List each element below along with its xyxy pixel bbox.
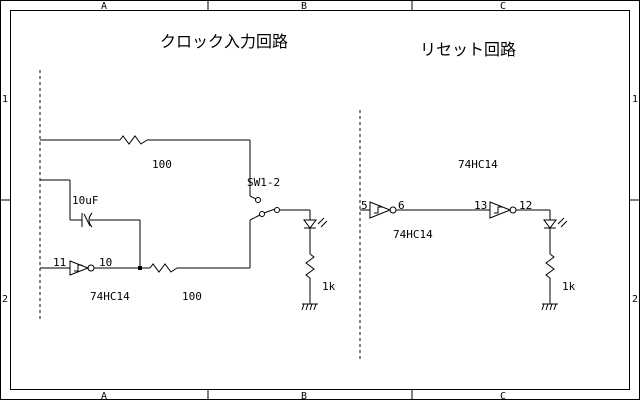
reset-circuit-title: リセット回路 [420,40,516,59]
col-label-c-bottom: C [500,391,506,400]
reset-ic-top-label: 74HC14 [458,158,498,171]
switch-common-contact [274,207,280,213]
resistor-led-symbol [545,253,555,279]
inverter1-output-pin: 6 [398,199,405,212]
ground-icon [301,303,318,311]
schmitt-glyph [74,264,82,272]
resistor-led-symbol [305,253,315,279]
clock-input-circuit: 100 10uF 11 10 74HC14 100 SW1-2 [40,135,336,311]
ground-icon [541,303,558,311]
capacitor-label: 10uF [72,194,99,207]
capacitor-polarity-mark [83,213,91,227]
led-symbol [303,219,317,229]
inner-border [10,10,630,390]
resistor-bottom-label: 100 [182,290,202,303]
wire [249,195,257,200]
capacitor-plate-curved [88,212,93,228]
inverter1-input-pin: 5 [361,199,368,212]
schmitt-glyph [494,206,502,214]
col-label-a-bottom: A [101,391,107,400]
col-label-a-top: A [101,1,107,12]
led-light-arrow [560,220,568,228]
inverter1-gate-symbol [369,201,392,219]
row-label-2-left: 2 [2,294,8,305]
inverter-input-pin: 11 [53,256,66,269]
resistor-bottom-symbol [149,263,178,273]
led-light-arrow [317,217,325,225]
led-light-arrow [320,220,328,228]
switch-lever [263,208,276,214]
inverter2-input-pin: 13 [474,199,487,212]
inverter-output-pin: 10 [99,256,112,269]
clock-circuit-title: クロック入力回路 [160,32,288,51]
schmitt-glyph [374,206,382,214]
switch-label: SW1-2 [247,176,280,189]
led-symbol [543,219,557,229]
switch-contact-top [255,197,261,203]
inverter-ic-label: 74HC14 [90,290,130,303]
resistor-top-symbol [119,135,148,145]
reset-circuit: 74HC14 5 6 74HC14 13 12 1k [360,158,576,311]
row-label-1-right: 1 [632,94,638,105]
col-label-c-top: C [500,1,506,12]
led-light-arrow [557,217,565,225]
row-label-2-right: 2 [632,294,638,305]
wire [249,214,261,221]
reset-ic-bottom-label: 74HC14 [393,228,433,241]
col-label-b-top: B [301,1,307,12]
resistor-top-label: 100 [152,158,172,171]
inverter2-gate-symbol [489,201,512,219]
resistor-led-label: 1k [322,280,336,293]
resistor-led-label: 1k [562,280,576,293]
col-label-b-bottom: B [301,391,307,400]
inverter2-output-pin: 12 [519,199,532,212]
switch-contact-bottom [259,211,265,217]
row-label-1-left: 1 [2,94,8,105]
inverter-gate-symbol [69,260,90,276]
